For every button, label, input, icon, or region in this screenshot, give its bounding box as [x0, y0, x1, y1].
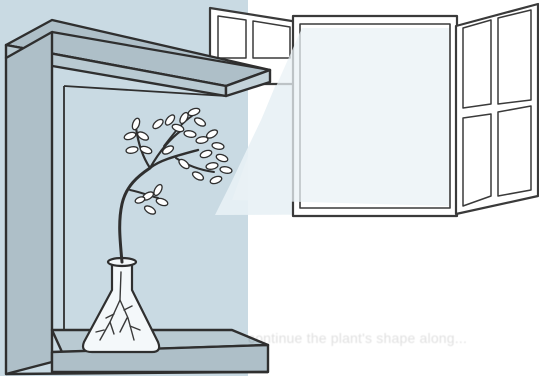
window-right-pane-2 [498, 10, 531, 104]
window-right-pane-1 [463, 20, 491, 108]
window-left-pane-2 [253, 21, 290, 58]
box-left-wall [6, 32, 52, 374]
faded-caption: continue the plant's shape along... [248, 330, 538, 346]
window-left-pane-1 [218, 16, 246, 58]
window-right-pane-4 [498, 106, 531, 196]
window-right-pane-3 [463, 114, 491, 206]
